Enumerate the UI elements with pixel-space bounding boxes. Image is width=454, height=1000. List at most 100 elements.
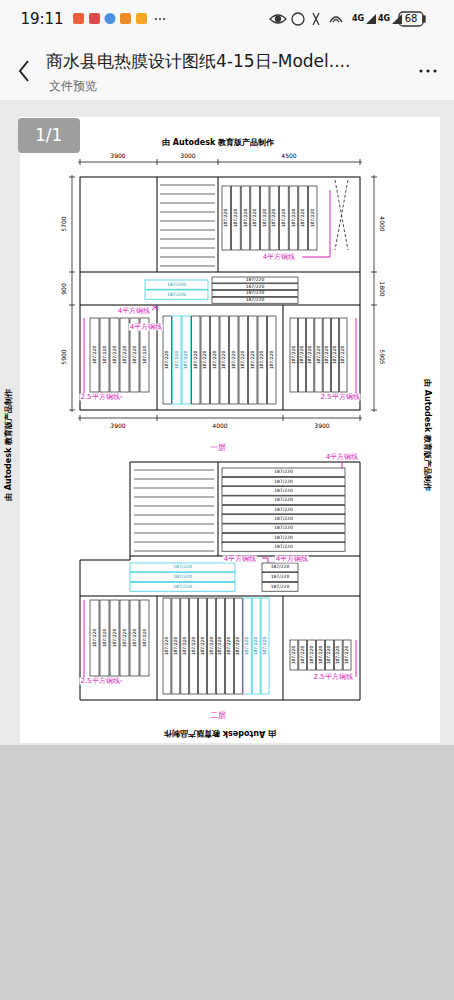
heating-film-strip [225, 598, 233, 694]
panel-rating: 187/220 [112, 629, 117, 648]
panel-rating: 187/220 [102, 629, 107, 648]
heating-film-strip [217, 598, 225, 694]
drawing-label: 4500 [281, 153, 296, 159]
panel-rating: 187/220 [270, 351, 275, 370]
heating-film-strip [252, 598, 260, 694]
status-icons [73, 12, 425, 26]
panel-rating: 187/220 [183, 637, 188, 656]
drawing-label: 4平方铜线 [117, 308, 151, 315]
panel-rating: 187/220 [300, 346, 305, 365]
drawing-sheet [20, 117, 440, 743]
drawing-label: 3000 [180, 153, 195, 159]
stair-tread [160, 248, 215, 249]
panel-rating: 187/220 [122, 629, 127, 648]
heating-film-strip [251, 186, 260, 250]
panel-rating: 187/220 [222, 351, 227, 370]
heating-film-strip [308, 640, 316, 670]
panel-rating: 187/220 [203, 351, 208, 370]
stair-tread [160, 266, 215, 267]
panel-rating: 187/220 [92, 629, 97, 648]
heating-film-strip [90, 600, 99, 676]
heating-film-strip [222, 505, 345, 514]
stair-tread [160, 212, 215, 213]
file-title: 商水县电热膜设计图纸4-15日-Model.... [46, 52, 350, 71]
empty-ground [0, 745, 454, 1000]
panel-rating: 187/220 [184, 351, 189, 370]
panel-rating: 187/220 [274, 489, 293, 494]
panel-rating: 187/220 [112, 346, 117, 365]
panel-rating: 187/220 [292, 646, 297, 665]
heating-film-strip [230, 316, 239, 404]
panel-rating: 187/220 [246, 278, 265, 283]
panel-rating: 187/220 [132, 346, 137, 365]
panel-rating: 187/220 [333, 346, 338, 365]
panel-rating: 187/220 [301, 209, 306, 228]
heating-film-strip [243, 598, 251, 694]
heating-film-strip [308, 186, 317, 250]
heating-film-strip [261, 598, 269, 694]
panel-rating: 187/220 [325, 346, 330, 365]
heating-film-strip [232, 186, 241, 250]
panel-rating: 187/220 [345, 646, 350, 665]
heating-film-strip [172, 598, 180, 694]
heating-film-strip [130, 573, 235, 582]
heating-film-strip [323, 318, 330, 392]
heating-film-strip [100, 318, 109, 392]
heating-film-strip [258, 316, 267, 404]
heating-film-strip [110, 318, 119, 392]
panel-rating: 187/220 [327, 646, 332, 665]
heating-film-strip [222, 496, 345, 505]
heating-film-strip [280, 186, 289, 250]
panel-rating: 187/220 [209, 637, 214, 656]
panel-rating: 187/220 [271, 575, 290, 580]
panel-rating: 187/220 [251, 351, 256, 370]
heating-film-strip [211, 316, 220, 404]
panel-rating: 187/220 [246, 298, 265, 303]
heating-film-strip [212, 277, 298, 283]
heating-film-strip [110, 600, 119, 676]
drawing-label: 5700 [61, 216, 67, 231]
heating-film-strip [145, 290, 208, 299]
heating-film-strip [299, 640, 307, 670]
drawing-label: 由 Autodesk 教育版产品制作 [162, 139, 274, 147]
panel-rating: 187/220 [243, 209, 248, 228]
stair-tread [160, 230, 215, 231]
heating-film-strip [290, 640, 298, 670]
panel-rating: 187/220 [246, 284, 265, 289]
heating-film-strip [315, 318, 322, 392]
panel-rating: 187/220 [200, 637, 205, 656]
panel-rating: 187/220 [262, 209, 267, 228]
heating-film-strip [299, 186, 308, 250]
drawing-label: 3900 [110, 423, 125, 429]
panel-rating: 187/220 [132, 629, 137, 648]
panel-rating: 187/220 [274, 470, 293, 475]
panel-rating: 187/220 [274, 498, 293, 503]
drawing-label: 4平方铜线 [223, 556, 257, 563]
stair-tread [160, 239, 215, 240]
heating-film-strip [120, 600, 129, 676]
page-counter-badge: 1/1 [18, 118, 80, 153]
stair-tread [134, 551, 214, 552]
heating-film-strip [181, 598, 189, 694]
drawing-label: 4平方铜线 [262, 254, 296, 261]
panel-rating: 187/220 [291, 346, 296, 365]
panel-rating: 187/220 [309, 646, 314, 665]
heating-film-strip [100, 600, 109, 676]
heating-film-strip [222, 468, 345, 477]
panel-rating: 187/220 [341, 346, 346, 365]
heating-film-strip [239, 316, 248, 404]
stair-tread [160, 203, 215, 204]
panel-rating: 187/220 [271, 565, 290, 570]
heating-film-strip [190, 598, 198, 694]
panel-rating: 187/220 [272, 209, 277, 228]
stair-tread [160, 194, 215, 195]
panel-rating: 187/220 [336, 646, 341, 665]
heating-film-strip [130, 600, 139, 676]
drawing-label: 68 [405, 14, 418, 24]
heating-film-strip [222, 186, 231, 250]
panel-rating: 187/220 [245, 637, 250, 656]
heating-film-strip [208, 598, 216, 694]
drawing-label: 由 Autodesk 教育版产品制作 [423, 379, 431, 491]
heating-film-strip [163, 316, 172, 404]
heating-film-strip [317, 640, 325, 670]
